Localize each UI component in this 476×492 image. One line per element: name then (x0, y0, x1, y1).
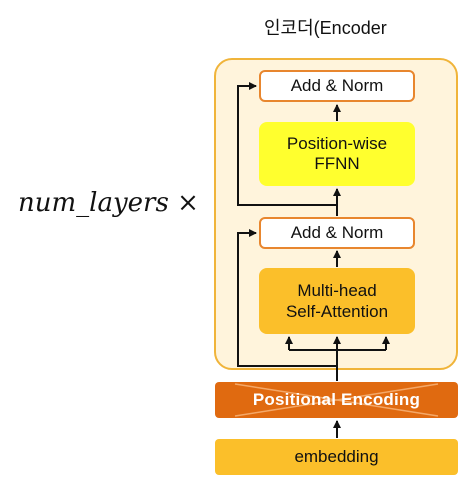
add-norm-bottom-box: Add & Norm (259, 217, 415, 249)
ffnn-label-line1: Position-wise (286, 133, 388, 153)
pe-cross-pattern (234, 383, 439, 417)
ffnn-label-line2: FFNN (314, 154, 360, 173)
encoder-title: 인코더(Encoder (264, 18, 387, 38)
embedding-box: embedding (215, 439, 458, 475)
add-norm-top-box: Add & Norm (259, 70, 415, 102)
residual-path-ffnn (237, 82, 337, 206)
mha-label-line2: Self-Attention (285, 302, 389, 321)
positional-encoding-box: Positional Encoding (215, 382, 458, 418)
positional-encoding-label: Positional Encoding (252, 390, 421, 409)
ffnn-box: Position-wise FFNN (259, 122, 415, 186)
embedding-label: embedding (294, 447, 379, 466)
add-norm-top-label: Add & Norm (290, 76, 384, 95)
mha-label-line1: Multi-head (297, 280, 377, 300)
add-norm-bottom-label: Add & Norm (290, 223, 384, 242)
multi-head-attention-box: Multi-head Self-Attention (259, 268, 415, 334)
layer-multiplier-label: num_layers × (18, 188, 199, 218)
